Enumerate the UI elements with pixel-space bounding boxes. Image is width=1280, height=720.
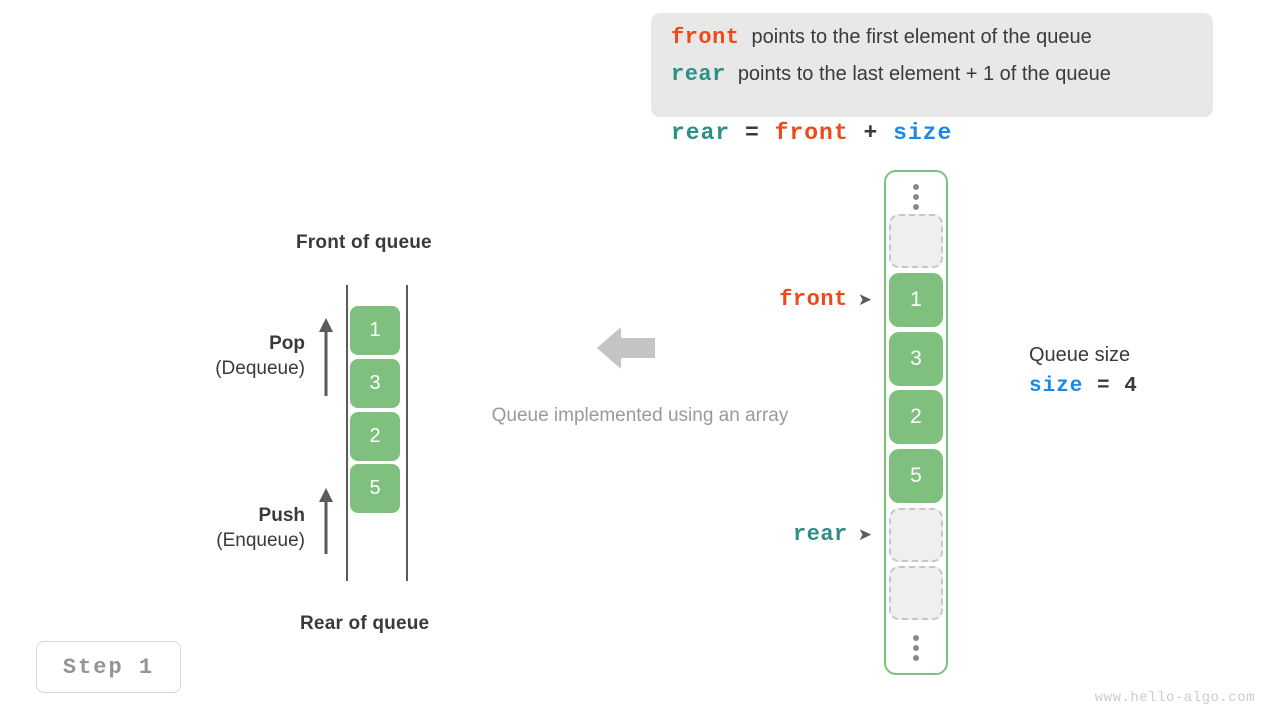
legend-text-front: points to the first element of the queue [751,26,1092,48]
array-cell-filled: 2 [889,390,943,444]
array-cell-filled: 5 [889,449,943,503]
array-cell-filled: 1 [889,273,943,327]
front-pointer-label: front [779,287,848,312]
array-cell-empty [889,508,943,562]
array-container: 1 3 2 5 [884,170,948,675]
push-subtitle: (Enqueue) [216,530,305,551]
formula-plus: + [848,120,894,146]
legend-line-rear: rear points to the last element + 1 of t… [671,62,1193,99]
pop-operation-label: Pop (Dequeue) [160,333,305,380]
queue-size-value: 4 [1124,375,1138,398]
queue-size-var: size [1029,375,1084,398]
formula-term-rear: rear [671,120,731,146]
formula-term-front: front [774,120,849,146]
legend-key-rear: rear [671,62,726,87]
queue-size-equals: = [1083,375,1125,398]
queue-cell: 3 [350,359,400,408]
formula-rear-equals-front-plus-size: rear = front + size [671,120,952,146]
queue-rail-right [406,285,408,581]
rear-pointer-arrow-icon: ➤ [857,525,872,544]
front-of-queue-label: Front of queue [296,232,432,253]
formula-equals: = [730,120,775,146]
queue-cell: 5 [350,464,400,513]
array-cell-empty [889,214,943,268]
ellipsis-bottom-icon [913,635,919,661]
queue-size-title: Queue size [1029,344,1131,366]
queue-rail-left [346,285,348,581]
legend-text-rear: points to the last element + 1 of the qu… [737,63,1111,85]
pop-subtitle: (Dequeue) [215,358,305,379]
formula-term-size: size [893,120,953,146]
legend-line-front: front points to the first element of the… [671,25,1193,62]
push-up-arrow-icon [319,488,333,554]
legend-key-front: front [671,25,740,50]
push-operation-label: Push (Enqueue) [160,505,305,552]
array-cell-empty [889,566,943,620]
array-cell-filled: 3 [889,332,943,386]
queue-cell: 2 [350,412,400,461]
push-title: Push [258,505,305,526]
center-caption: Queue implemented using an array [491,405,789,426]
front-pointer-arrow-icon: ➤ [857,290,872,309]
rear-pointer-label: rear [792,522,848,547]
rear-of-queue-label: Rear of queue [300,613,430,634]
left-arrow-icon [597,327,655,369]
watermark: www.hello-algo.com [1094,690,1255,706]
rear-pointer: rear ➤ [712,522,872,547]
pop-up-arrow-icon [319,318,333,396]
pop-title: Pop [269,333,305,354]
front-pointer: front ➤ [712,287,872,312]
ellipsis-top-icon [913,184,919,210]
queue-cell: 1 [350,306,400,355]
legend-box: front points to the first element of the… [651,13,1213,117]
queue-size-expression: size = 4 [1029,375,1138,398]
step-badge: Step 1 [36,641,181,693]
queue-size-note: Queue size size = 4 [1029,344,1138,398]
